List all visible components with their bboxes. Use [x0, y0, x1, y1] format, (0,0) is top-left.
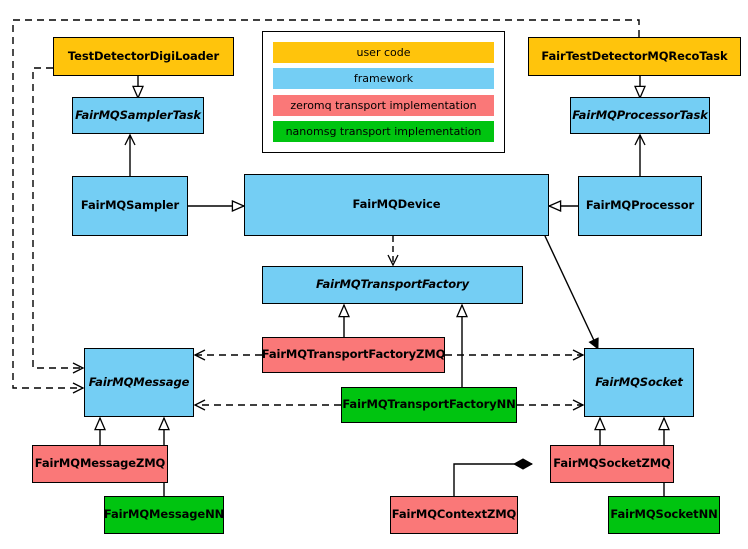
legend: user code framework zeromq transport imp… [262, 31, 505, 153]
node-testdetectordigiloader[interactable]: TestDetectorDigiLoader [53, 37, 234, 76]
node-fairmqsamplertask[interactable]: FairMQSamplerTask [72, 97, 204, 134]
node-fairmqsocket[interactable]: FairMQSocket [584, 348, 694, 417]
legend-item-framework: framework [273, 68, 494, 90]
node-fairmqtransportfactoryzmq[interactable]: FairMQTransportFactoryZMQ [262, 337, 445, 373]
node-fairmqtransportfactory[interactable]: FairMQTransportFactory [262, 266, 523, 304]
node-fairmqmessagezmq[interactable]: FairMQMessageZMQ [32, 445, 168, 483]
node-fairmqtransportfactorynn[interactable]: FairMQTransportFactoryNN [341, 387, 517, 423]
node-fairmqsocketzmq[interactable]: FairMQSocketZMQ [550, 445, 674, 483]
node-fairmqsocketnn[interactable]: FairMQSocketNN [608, 496, 720, 534]
node-fairmqprocessortask[interactable]: FairMQProcessorTask [570, 97, 710, 134]
node-fairmqmessage[interactable]: FairMQMessage [84, 348, 194, 417]
node-fairmqmessagenn[interactable]: FairMQMessageNN [104, 496, 224, 534]
legend-item-user-code: user code [273, 41, 494, 63]
legend-item-zeromq: zeromq transport implementation [273, 94, 494, 116]
node-fairmqprocessor[interactable]: FairMQProcessor [578, 176, 702, 236]
legend-item-nanomsg: nanomsg transport implementation [273, 121, 494, 143]
node-fairmqcontextzmq[interactable]: FairMQContextZMQ [390, 496, 518, 534]
edge-contextzmq-socketzmq [453, 464, 532, 496]
node-fairmqsampler[interactable]: FairMQSampler [72, 176, 188, 236]
node-fairtestdetectormqrecotask[interactable]: FairTestDetectorMQRecoTask [528, 37, 741, 76]
node-fairmqdevice[interactable]: FairMQDevice [244, 174, 549, 236]
edge-device-socket [544, 235, 598, 349]
